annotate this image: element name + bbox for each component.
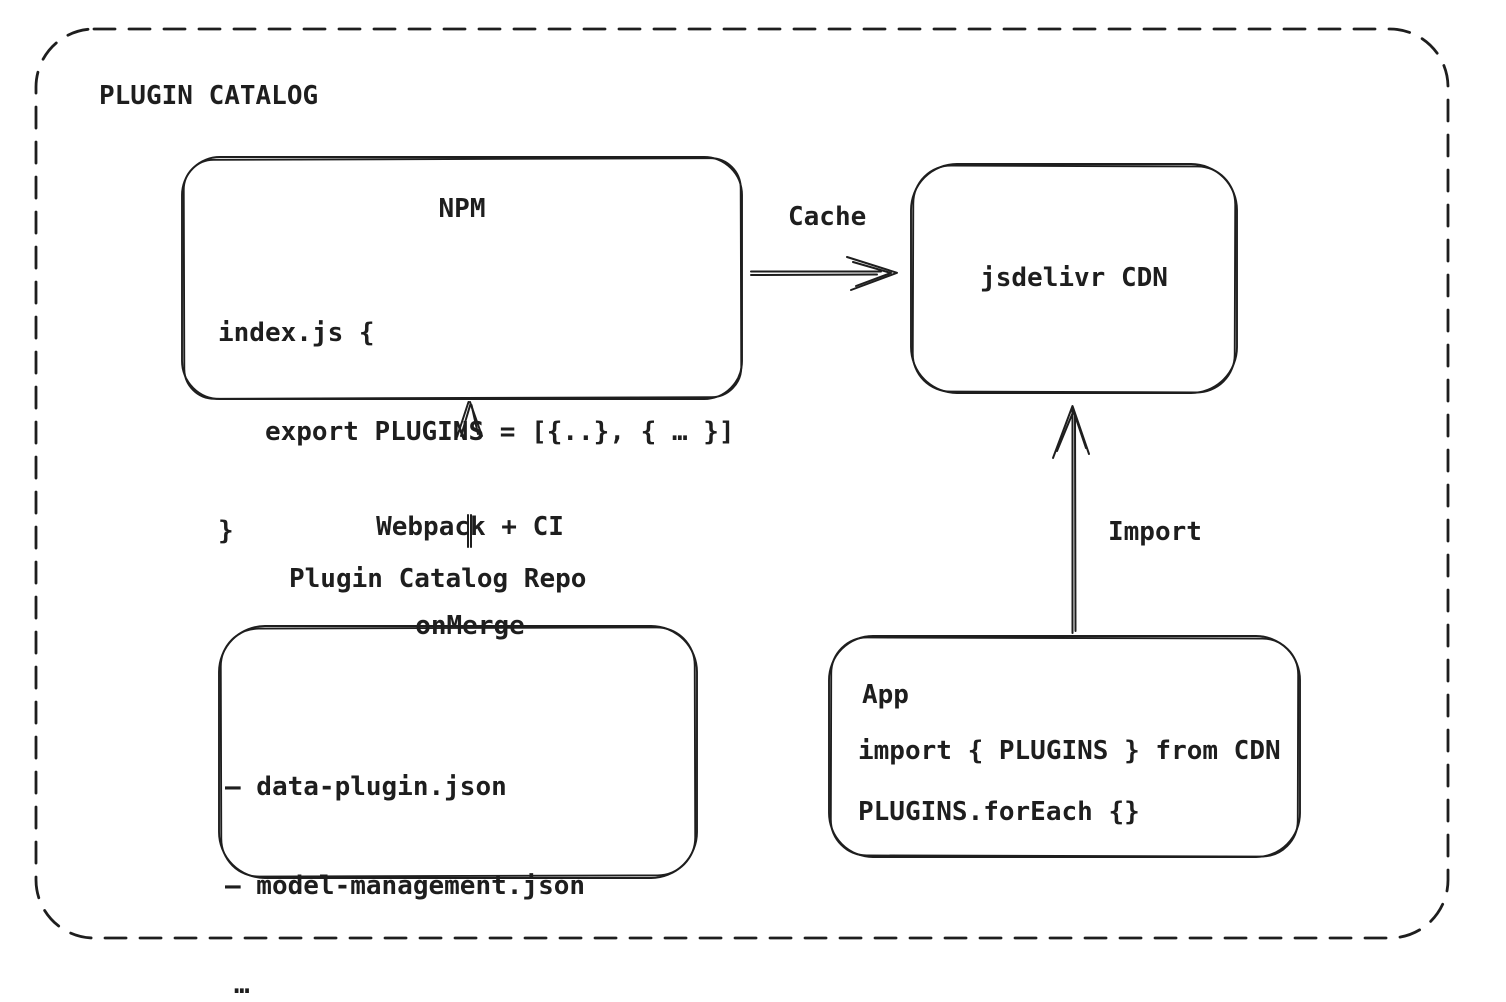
repo-file-list: – data-plugin.json – model-management.js… [225,705,585,1002]
cache-arrow [750,256,898,291]
build-edge-label: Webpack + CI onMerge [270,445,670,709]
repo-file-item: – data-plugin.json [225,772,507,802]
repo-file-item: … [234,970,250,1000]
cache-edge-label: Cache [788,202,867,232]
import-arrow [1052,405,1090,634]
import-edge-label: Import [1108,517,1202,547]
build-edge-label-line2: onMerge [415,611,525,641]
app-code-line: PLUGINS.forEach {} [858,797,1140,827]
app-node-title: App [862,680,909,710]
repo-box-outline [218,625,698,879]
build-arrow [456,401,483,548]
dashed-boundary [34,27,1450,940]
app-box-outline [828,635,1301,858]
npm-box-outline [181,156,743,400]
repo-file-item: – model-management.json [225,871,586,901]
npm-node-title: NPM [438,194,486,224]
frame-title: PLUGIN CATALOG [99,81,319,111]
catalog-frame [34,27,1450,940]
build-edge-label-line1: Webpack + CI [376,512,564,542]
npm-code-line: export PLUGINS = [{..}, { … }] [218,417,735,447]
npm-code-block: index.js { export PLUGINS = [{..}, { … }… [218,251,735,614]
cdn-node-title: jsdelivr CDN [980,263,1168,293]
cdn-box-outline [910,163,1238,394]
repo-node-label: Plugin Catalog Repo [289,564,587,594]
npm-code-line: } [218,516,234,546]
npm-code-line: index.js { [218,318,375,348]
app-code-line: import { PLUGINS } from CDN [858,736,1281,766]
